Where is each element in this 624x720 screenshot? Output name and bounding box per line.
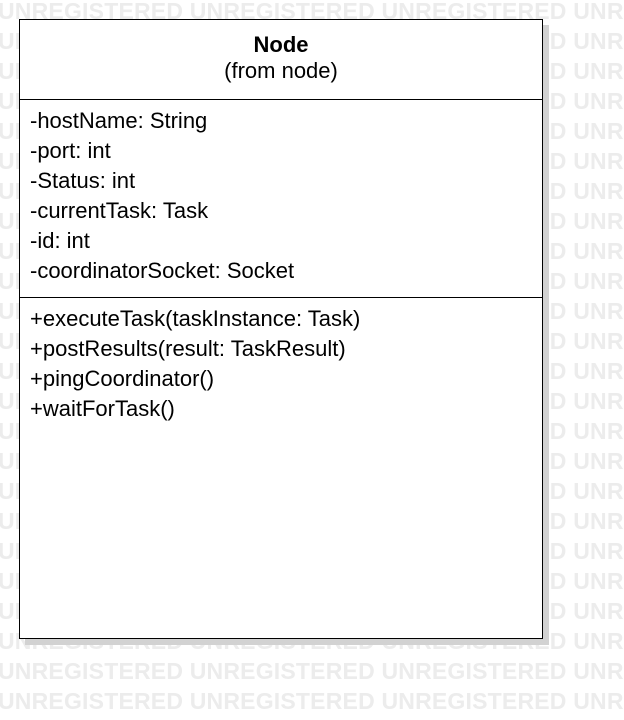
class-origin: (from node) [224,58,338,83]
class-name-compartment: Node (from node) [20,20,542,100]
operation: +postResults(result: TaskResult) [30,336,346,361]
watermark-row: UNREGISTERED UNREGISTERED UNREGISTERED U… [0,658,624,684]
operation: +executeTask(taskInstance: Task) [30,306,361,331]
operations-compartment: +executeTask(taskInstance: Task) +postRe… [20,298,542,424]
attribute: -id: int [30,228,90,253]
attribute: -currentTask: Task [30,198,209,223]
attribute: -hostName: String [30,108,208,133]
operation: +waitForTask() [30,396,175,421]
attribute: -Status: int [30,168,136,193]
attributes-compartment: -hostName: String -port: int -Status: in… [20,100,542,298]
watermark-row: UNREGISTERED UNREGISTERED UNREGISTERED U… [0,688,624,714]
uml-class-box[interactable]: Node (from node) -hostName: String -port… [19,19,543,639]
attribute: -coordinatorSocket: Socket [30,258,295,283]
class-name: Node [253,32,309,57]
attribute: -port: int [30,138,111,163]
operation: +pingCoordinator() [30,366,215,391]
